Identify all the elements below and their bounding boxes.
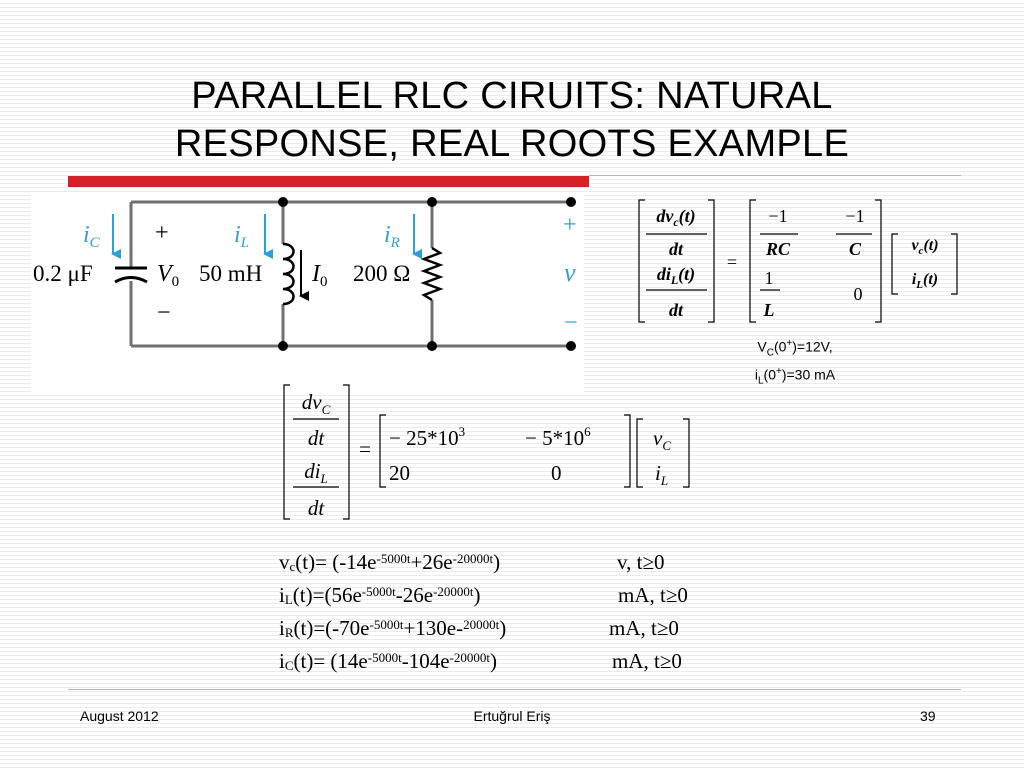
i0-label: I0 bbox=[311, 261, 328, 290]
parallel-rlc-circuit-diagram: iC iL iR 0.2 μF + V0 − 50 mH I0 200 Ω + … bbox=[31, 192, 584, 392]
slide-title-line-2: RESPONSE, REAL ROOTS EXAMPLE bbox=[174, 123, 850, 165]
v0-minus-sign: − bbox=[157, 300, 171, 326]
initial-condition-vc: VC(0+)=12V, bbox=[757, 338, 833, 359]
solution-ic-expression: iC(t)= (14e-5000t-104e-20000t) bbox=[279, 649, 497, 673]
v0-plus-sign: + bbox=[155, 220, 169, 246]
solution-il-expression: iL(t)=(56e-5000t-26e-20000t) bbox=[279, 583, 481, 607]
lhs-dvc-denominator: dt bbox=[308, 426, 326, 450]
solution-il-unit: mA, t≥0 bbox=[618, 583, 688, 607]
general-state-matrix-equation: dvc(t) dt diL(t) dt RC C L vc(t) iL(t) =… bbox=[636, 198, 966, 328]
a21-value: 20 bbox=[389, 461, 410, 485]
v0-label: V0 bbox=[157, 261, 179, 290]
equals-sign: = bbox=[359, 437, 371, 461]
lhs-dvc-numerator: dvc(t) bbox=[656, 206, 695, 229]
a11-denominator: RC bbox=[765, 239, 791, 259]
circuit-nodes bbox=[278, 197, 576, 351]
a12-value: − 5*106 bbox=[525, 424, 591, 450]
solution-vc-unit: v, t≥0 bbox=[617, 550, 665, 574]
a11-value: − 25*103 bbox=[389, 424, 465, 450]
initial-condition-il: iL(0+)=30 mA bbox=[754, 366, 836, 387]
resistor-symbol bbox=[420, 246, 444, 302]
equals-sign: = bbox=[727, 252, 737, 272]
solution-vc-expression: vc(t)= (-14e-5000t+26e-20000t) bbox=[279, 550, 501, 574]
a11-numerator: −1 bbox=[768, 206, 787, 226]
circuit-wires bbox=[129, 200, 571, 348]
a12-numerator: −1 bbox=[845, 206, 864, 226]
a21-numerator: 1 bbox=[765, 268, 774, 288]
lhs-dil-denominator: dt bbox=[669, 300, 684, 320]
lhs-dil-numerator: diL(t) bbox=[657, 264, 695, 287]
ic-label: iC bbox=[83, 222, 101, 251]
lhs-dvc-numerator: dvC bbox=[302, 390, 331, 417]
footer-date: August 2012 bbox=[80, 708, 159, 724]
output-voltage-label: v bbox=[564, 258, 576, 287]
a21-denominator: L bbox=[763, 300, 775, 320]
circuit-svg: iC iL iR 0.2 μF + V0 − 50 mH I0 200 Ω + … bbox=[33, 197, 578, 351]
slide-title: PARALLEL RLC CIRUITS: NATURAL RESPONSE, … bbox=[60, 72, 964, 168]
state-il: iL bbox=[655, 461, 668, 488]
a22-value: 0 bbox=[854, 284, 863, 304]
solution-ir-unit: mA, t≥0 bbox=[609, 616, 679, 640]
footer-author: Ertuğrul Eriş bbox=[473, 708, 551, 724]
initial-conditions: VC(0+)=12V, iL(0+)=30 mA bbox=[725, 334, 865, 391]
footer-divider bbox=[68, 689, 961, 690]
lhs-dil-denominator: dt bbox=[308, 496, 326, 520]
state-il: iL(t) bbox=[912, 271, 938, 291]
state-vc: vC bbox=[653, 426, 671, 453]
numeric-state-matrix-equation: dvC dt diL dt = − 25*103 − 5*106 20 0 vC… bbox=[281, 383, 701, 523]
solution-ir-expression: iR(t)=(-70e-5000t+130e-20000t) bbox=[279, 616, 507, 640]
lhs-dil-numerator: diL bbox=[304, 459, 328, 486]
title-underline-red bbox=[68, 176, 589, 187]
solution-ic-unit: mA, t≥0 bbox=[612, 649, 682, 673]
a22-value: 0 bbox=[551, 461, 562, 485]
footer-page-number: 39 bbox=[920, 708, 936, 724]
state-vc: vc(t) bbox=[911, 237, 938, 257]
a12-denominator: C bbox=[849, 239, 862, 259]
inductor-value: 50 mH bbox=[199, 261, 262, 286]
resistor-value: 200 Ω bbox=[353, 261, 410, 286]
slide-title-line-1: PARALLEL RLC CIRUITS: NATURAL bbox=[191, 75, 833, 117]
capacitor-symbol bbox=[114, 266, 148, 284]
output-minus-sign: − bbox=[564, 310, 578, 336]
ir-label: iR bbox=[384, 222, 400, 251]
capacitor-value: 0.2 μF bbox=[33, 261, 93, 286]
output-plus-sign: + bbox=[563, 212, 577, 238]
inductor-symbol bbox=[282, 242, 295, 306]
il-label: iL bbox=[234, 222, 249, 251]
title-underline-gray bbox=[589, 175, 961, 176]
lhs-dvc-denominator: dt bbox=[669, 239, 684, 259]
